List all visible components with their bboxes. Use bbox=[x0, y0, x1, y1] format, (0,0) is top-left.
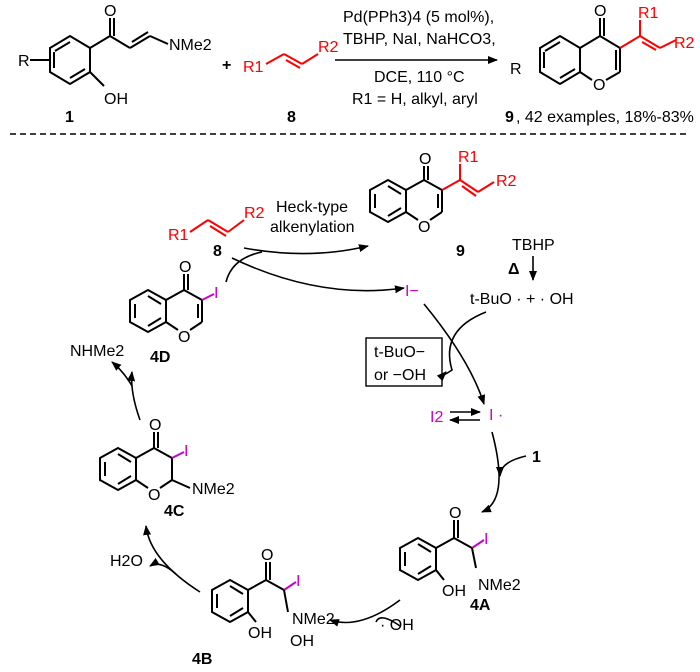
arrow-iodide-to-iradical bbox=[423, 303, 486, 405]
arrow-h2o-out bbox=[149, 557, 177, 575]
intermediate-4B-structure bbox=[211, 562, 297, 624]
arrow-4C-to-4D bbox=[127, 371, 141, 421]
mech-alkene-8 bbox=[189, 219, 245, 237]
product-o-label: O bbox=[594, 3, 606, 20]
box-line-2: or −OH bbox=[374, 367, 426, 384]
product-ring-o-label: O bbox=[593, 77, 605, 94]
condition-line-1: Pd(PPh3)4 (5 mol%), bbox=[343, 9, 494, 26]
intermediate-4A-structure bbox=[399, 520, 485, 582]
oh-radical-label: · OH bbox=[380, 617, 414, 634]
mech-9-o-label: O bbox=[419, 151, 431, 168]
4D-iodine-label: I bbox=[214, 285, 218, 302]
mech-product-9 bbox=[369, 166, 443, 224]
4A-o-label: O bbox=[449, 505, 461, 522]
mech-label-8: 8 bbox=[213, 243, 222, 260]
arrow-8-to-iodide bbox=[231, 257, 405, 294]
product-r-label: R bbox=[510, 61, 522, 78]
oh-label: OH bbox=[104, 91, 128, 108]
4A-nme2-label: NMe2 bbox=[478, 577, 521, 594]
iodine-radical-label: I · bbox=[489, 407, 503, 424]
tbhp-label: TBHP bbox=[512, 237, 555, 254]
reactant-1-label: 1 bbox=[65, 109, 74, 126]
nhme2-label: NHMe2 bbox=[70, 343, 124, 360]
label-4A: 4A bbox=[470, 597, 491, 614]
heck-label-line1: Heck-type bbox=[276, 199, 348, 216]
heck-label-line2: alkenylation bbox=[270, 219, 355, 236]
4C-iodine-label: I bbox=[184, 443, 188, 460]
arrow-radical-to-box bbox=[436, 311, 487, 382]
intermediate-4D-structure bbox=[129, 274, 215, 334]
4C-ring-o-label: O bbox=[148, 487, 160, 504]
alkene-r1-label: R1 bbox=[243, 59, 264, 76]
4A-oh-label: OH bbox=[442, 583, 466, 600]
4B-oh-label: OH bbox=[248, 625, 272, 642]
label-4B: 4B bbox=[192, 651, 212, 668]
base-box bbox=[365, 337, 443, 387]
mech-r1-label: R1 bbox=[168, 227, 189, 244]
iodide-label: I− bbox=[405, 283, 419, 300]
arrow-4D-to-heck bbox=[225, 251, 263, 283]
4C-o-label: O bbox=[149, 417, 161, 434]
mech-9-r2-label: R2 bbox=[496, 173, 517, 190]
product-9-alkenyl bbox=[619, 20, 677, 51]
arrow-4A-to-4B bbox=[329, 599, 401, 627]
4B-iodine-label: I bbox=[296, 573, 300, 590]
box-line-1: t-BuO− bbox=[374, 344, 425, 361]
intermediate-4C-structure bbox=[99, 432, 191, 492]
product-r1-label: R1 bbox=[638, 5, 659, 22]
condition-line-3: DCE, 110 °C bbox=[374, 69, 465, 86]
4B-nme2-label: NMe2 bbox=[292, 611, 335, 628]
arrow-4B-to-4C bbox=[143, 525, 201, 593]
4C-nme2-label: NMe2 bbox=[192, 481, 235, 498]
reactant-1-structure bbox=[30, 18, 169, 87]
arrow-oh-in bbox=[375, 617, 401, 627]
label-4C: 4C bbox=[164, 503, 185, 520]
product-note: , 42 examples, 18%-83% bbox=[516, 109, 694, 126]
product-9-label: 9 bbox=[505, 109, 514, 126]
condition-line-2: TBHP, NaI, NaHCO3, bbox=[343, 31, 496, 48]
product-9-structure bbox=[539, 18, 621, 86]
plus-sign: + bbox=[222, 57, 231, 74]
4B-oh2-label: OH bbox=[290, 633, 314, 650]
condition-line-4: R1 = H, alkyl, aryl bbox=[352, 91, 478, 108]
mech-label-1: 1 bbox=[532, 449, 541, 466]
4B-o-label: O bbox=[261, 547, 273, 564]
arrow-heck-to-9 bbox=[243, 244, 369, 255]
arrow-1-in bbox=[496, 455, 527, 477]
4A-iodine-label: I bbox=[484, 531, 488, 548]
mech-product-9-alkenyl bbox=[441, 164, 495, 197]
product-r2-label: R2 bbox=[674, 35, 695, 52]
4D-ring-o-label: O bbox=[178, 329, 190, 346]
delta-label: Δ bbox=[508, 261, 520, 278]
alkene-8-structure bbox=[265, 53, 319, 69]
i2-label: I2 bbox=[430, 409, 443, 426]
4D-o-label: O bbox=[179, 259, 191, 276]
arrow-nhme2-out bbox=[111, 361, 133, 387]
mech-r2-label: R2 bbox=[244, 205, 265, 222]
radicals-label: t-BuO · + · OH bbox=[470, 291, 574, 308]
r-substituent-label: R bbox=[18, 53, 30, 70]
nme2-label: NMe2 bbox=[169, 37, 212, 54]
mech-9-ring-o-label: O bbox=[418, 219, 430, 236]
mech-9-r1-label: R1 bbox=[458, 149, 479, 166]
arrow-iradical-to-4A bbox=[481, 431, 500, 513]
h2o-label: H2O bbox=[110, 553, 143, 570]
reactant-8-label: 8 bbox=[287, 109, 296, 126]
mech-label-9: 9 bbox=[456, 243, 465, 260]
alkene-r2-label: R2 bbox=[318, 39, 339, 56]
carbonyl-o-label: O bbox=[104, 3, 116, 20]
label-4D: 4D bbox=[150, 349, 170, 366]
